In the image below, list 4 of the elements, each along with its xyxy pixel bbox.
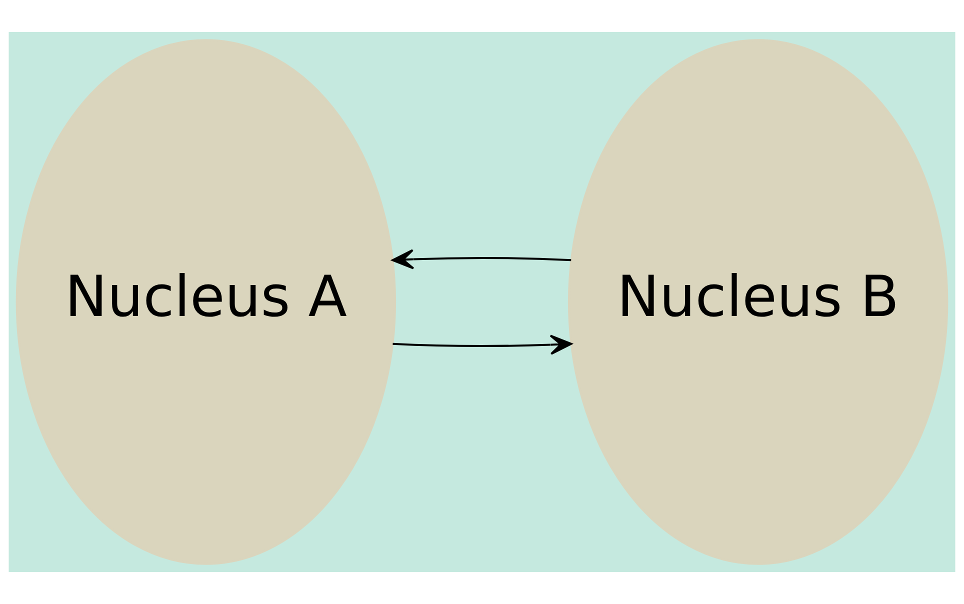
node-ellipse: Nucleus A: [16, 39, 396, 565]
node-ellipse: Nucleus B: [568, 39, 948, 565]
arrow: [392, 334, 572, 355]
arrow: [392, 249, 572, 270]
